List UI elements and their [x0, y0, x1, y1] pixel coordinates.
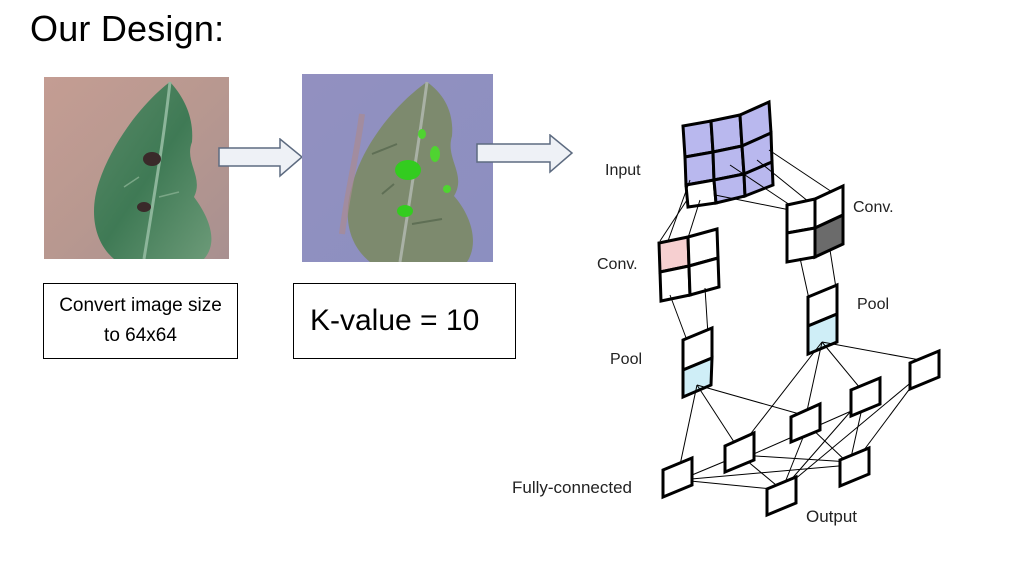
input-grid: [681, 99, 775, 209]
label-conv-right: Conv.: [853, 199, 894, 216]
pool-right-grid: [806, 282, 839, 357]
label-pool-right: Pool: [857, 296, 889, 313]
conv-left-grid: [657, 227, 721, 303]
arrow-icon: [476, 134, 574, 174]
resize-caption-line2: to 64x64: [104, 325, 177, 346]
conv-right-grid: [785, 183, 845, 264]
original-leaf-image: [44, 77, 229, 259]
k-value-caption: K-value = 10: [310, 304, 480, 337]
k-value-caption-box: K-value = 10: [293, 283, 516, 359]
label-output: Output: [806, 507, 857, 526]
fc-nodes: [661, 348, 941, 500]
page-title: Our Design:: [30, 8, 225, 49]
kmeans-segmented-leaf-image: [302, 74, 493, 262]
label-fully-connected: Fully-connected: [512, 478, 632, 497]
label-conv-left: Conv.: [597, 256, 638, 273]
arrow-icon: [218, 138, 304, 178]
cnn-diagram: Input Conv. Conv. Pool Pool Fully-connec…: [512, 99, 941, 526]
label-pool-left: Pool: [610, 351, 642, 368]
output-nodes: [765, 445, 871, 518]
label-input: Input: [605, 162, 641, 179]
resize-caption-box: Convert image size to 64x64: [43, 283, 238, 359]
resize-caption-line1: Convert image size: [59, 295, 222, 316]
